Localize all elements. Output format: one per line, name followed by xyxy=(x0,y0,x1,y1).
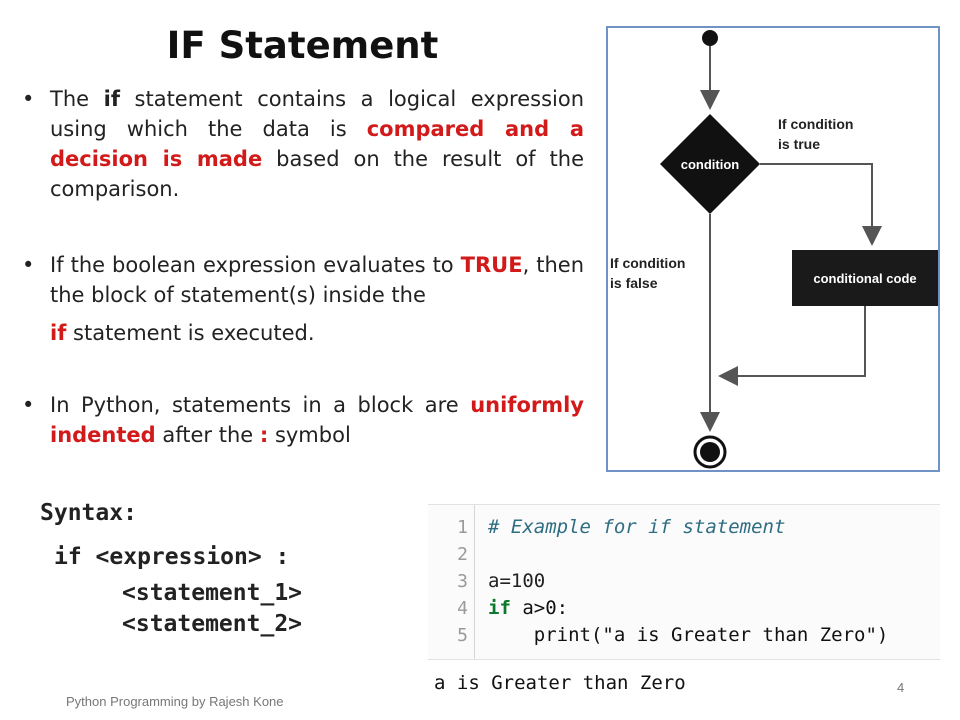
bullet-keyword: if xyxy=(103,87,120,111)
bullet-text: statement contains a logical expression … xyxy=(50,87,585,141)
syntax-block: Syntax: if <expression> : <statement_1> … xyxy=(40,500,302,637)
conditional-code-box xyxy=(792,250,938,306)
code-editor: 1 2 3 4 5 # Example for if statement a=1… xyxy=(428,504,940,660)
syntax-line-3: <statement_2> xyxy=(122,611,303,637)
bullet-dot: • xyxy=(22,253,35,277)
false-label-1: If condition xyxy=(610,255,685,271)
bullet-text: If the boolean expression evaluates to xyxy=(50,253,461,277)
code-line-5: print("a is Greater than Zero") xyxy=(488,624,889,646)
conditional-code-label: conditional code xyxy=(813,271,916,286)
code-output: a is Greater than Zero xyxy=(434,672,686,694)
bullet-colon: : xyxy=(259,423,269,447)
code-keyword: if xyxy=(488,597,511,619)
syntax-label: Syntax: xyxy=(40,500,137,526)
merge-arrow xyxy=(718,306,866,386)
condition-label: condition xyxy=(681,157,740,172)
line-number-gutter: 1 2 3 4 5 xyxy=(428,505,475,659)
bullet-item-3: • In Python, statements in a block are u… xyxy=(22,390,584,450)
start-node-icon xyxy=(702,30,718,46)
end-node-core-icon xyxy=(700,442,720,462)
code-line-3: a=100 xyxy=(488,570,546,592)
bullet-text: after the xyxy=(155,423,260,447)
syntax-line-1: if <expression> : xyxy=(54,544,290,570)
bullet-highlight: compared and a decision is made xyxy=(50,117,584,171)
bullet-item-1: • The if statement contains a logical ex… xyxy=(22,84,584,204)
false-label-2: is false xyxy=(610,275,658,291)
bullet-text: based on the result of the comparison. xyxy=(50,147,584,201)
bullet-text: symbol xyxy=(268,423,351,447)
flowchart-diagram: condition If condition is true condition… xyxy=(610,30,938,469)
condition-diamond xyxy=(660,114,760,214)
bullet-continuation: if statement is executed. xyxy=(22,318,584,348)
bullet-highlight: TRUE xyxy=(460,253,523,277)
code-text: a>0: xyxy=(510,597,569,619)
true-label-1: If condition xyxy=(778,116,853,132)
bullet-list: • The if statement contains a logical ex… xyxy=(22,84,584,450)
footer-text: Python Programming by Rajesh Kone xyxy=(66,694,284,709)
bullet-text: In Python, statements in a block are xyxy=(50,393,471,417)
true-label-2: is true xyxy=(778,136,820,152)
bullet-dot: • xyxy=(22,393,35,417)
bullet-text: The xyxy=(50,87,104,111)
bullet-text: , then the block of statement(s) inside … xyxy=(50,253,585,307)
bullet-dot: • xyxy=(22,87,35,111)
slide-title: IF Statement xyxy=(166,24,439,67)
bullet-text: statement is executed. xyxy=(66,321,315,345)
bullet-item-2: • If the boolean expression evaluates to… xyxy=(22,250,584,310)
line-number: 5 xyxy=(457,625,468,646)
bullet-highlight: uniformly indented xyxy=(50,393,584,447)
line-number: 2 xyxy=(457,544,468,565)
code-line-4: if a>0: xyxy=(488,597,568,619)
line-number: 1 xyxy=(457,517,468,538)
true-branch-arrow xyxy=(760,163,882,246)
code-line-1: # Example for if statement xyxy=(488,516,786,538)
page-number: 4 xyxy=(897,680,905,695)
line-number: 4 xyxy=(457,598,468,619)
bullet-keyword: if xyxy=(50,321,67,345)
flowchart-panel: condition If condition is true condition… xyxy=(606,26,940,472)
syntax-line-2: <statement_1> xyxy=(122,580,303,606)
line-number: 3 xyxy=(457,571,468,592)
